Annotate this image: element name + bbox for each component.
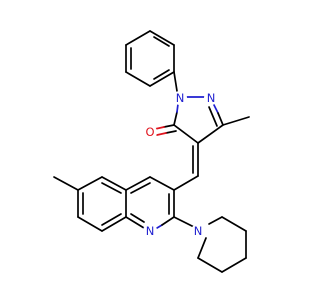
exocyclic-double-bond (192, 142, 199, 177)
bond-quinoline-piperidine (173, 216, 195, 228)
quinoline-benzo-ring (77, 176, 127, 232)
pyrazolone-ring (173, 96, 224, 144)
atom-n-piperidine: N (191, 224, 205, 238)
bond-methyl-pyrazolone (222, 116, 250, 126)
atom-n-pyrazole-2: N (204, 91, 218, 105)
phenyl-ring (125, 30, 175, 87)
bond-methine-quinoline (173, 175, 199, 191)
svg-text:N: N (207, 91, 216, 105)
bond-phenyl-n1 (173, 71, 178, 92)
atom-n-quinoline: N (143, 224, 157, 238)
piperidine-ring (197, 216, 247, 273)
atom-o-carbonyl: O (143, 125, 157, 139)
svg-text:N: N (146, 224, 155, 238)
atom-n-pyrazole-1: N (173, 91, 187, 105)
svg-text:N: N (176, 91, 185, 105)
carbonyl-bond (154, 124, 177, 136)
bond-methyl-quinoline (53, 176, 79, 191)
svg-text:O: O (145, 125, 154, 139)
svg-text:N: N (194, 224, 203, 238)
quinoline-pyridine-ring (125, 176, 175, 230)
molecule-structure-diagram: N N O N N (53, 30, 250, 273)
